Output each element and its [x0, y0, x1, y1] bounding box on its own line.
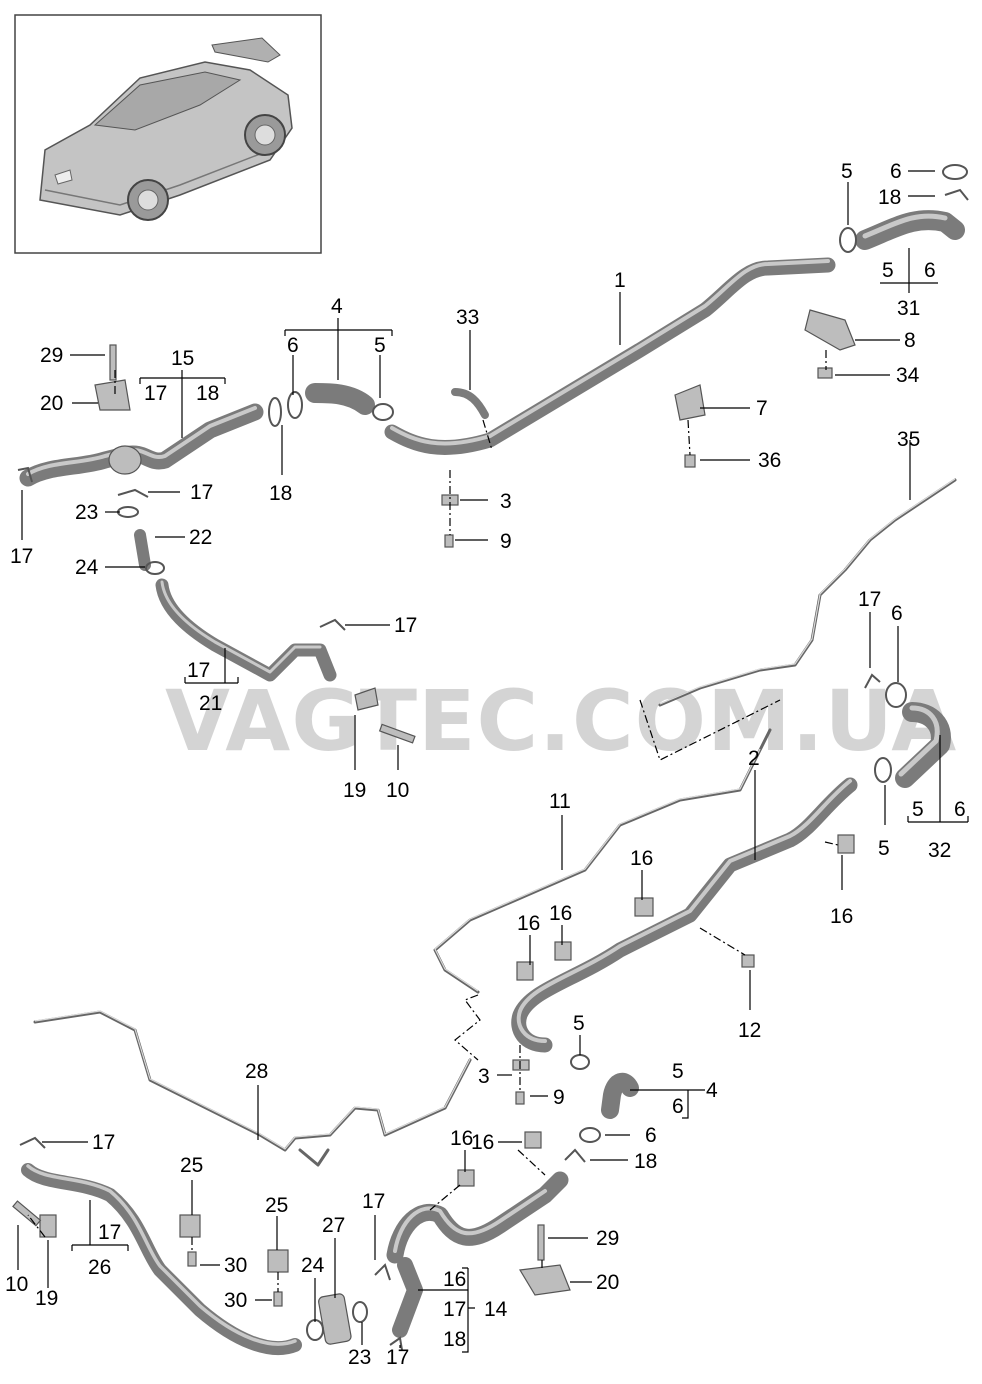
callout-36: 36: [758, 449, 781, 472]
callout-15: 15: [171, 347, 194, 370]
callout-6: 6: [891, 602, 903, 625]
callout-17: 17: [92, 1131, 115, 1154]
callout-5: 5: [878, 837, 890, 860]
callout-6: 6: [890, 160, 902, 183]
callout-35: 35: [897, 428, 920, 451]
callout-9: 9: [500, 530, 512, 553]
watermark-text: VAGTEC.COM.UA: [165, 672, 957, 770]
callout-20: 20: [596, 1271, 619, 1294]
callout-6: 6: [672, 1095, 684, 1118]
coolant-pipe-21: [134, 529, 337, 682]
callout-3: 3: [500, 490, 512, 513]
coolant-hose-27: [318, 1293, 352, 1345]
coolant-pipe-15: [19, 403, 264, 487]
callout-29: 29: [596, 1227, 619, 1250]
callout-16: 16: [549, 902, 572, 925]
callout-30: 30: [224, 1289, 247, 1312]
coolant-pipe-31: [855, 210, 965, 250]
callout-8: 8: [904, 329, 916, 352]
callout-18: 18: [443, 1328, 466, 1351]
callout-19: 19: [35, 1287, 58, 1310]
callout-16: 16: [443, 1268, 466, 1291]
callout-4: 4: [706, 1079, 718, 1102]
callout-34: 34: [896, 364, 920, 387]
callout-31: 31: [897, 297, 920, 320]
callout-16: 16: [517, 912, 540, 935]
callout-16: 16: [630, 847, 653, 870]
dash-lines: [27, 350, 839, 1292]
callout-7: 7: [756, 397, 768, 420]
coolant-pipe-4-lower: [601, 1072, 639, 1119]
callout-23: 23: [348, 1346, 371, 1369]
callout-16: 16: [830, 905, 853, 928]
coolant-pipe-14: [386, 1171, 569, 1338]
callout-32: 32: [928, 839, 951, 862]
callout-14: 14: [484, 1298, 508, 1321]
callout-24: 24: [301, 1254, 325, 1277]
coolant-pipe-1: [384, 257, 836, 455]
callout-17: 17: [394, 614, 417, 637]
callout-29: 29: [40, 344, 63, 367]
callout-16: 16: [450, 1127, 473, 1150]
coolant-pipe-2: [511, 777, 858, 1053]
callout-5: 5: [672, 1060, 684, 1083]
callout-2: 2: [748, 747, 760, 770]
callout-3: 3: [478, 1065, 490, 1088]
callout-labels: 5 6 18 5 6 31 8 34 1 33 7 36 4 6 5 18 15…: [5, 160, 966, 1369]
callout-5: 5: [882, 259, 894, 282]
callout-17: 17: [190, 481, 213, 504]
callout-19: 19: [343, 779, 366, 802]
callout-1: 1: [614, 269, 626, 292]
callout-22: 22: [189, 526, 212, 549]
callout-16: 16: [471, 1131, 494, 1154]
bleed-line-11: [433, 728, 772, 994]
callout-10: 10: [386, 779, 409, 802]
callout-24: 24: [75, 556, 99, 579]
callout-27: 27: [322, 1214, 345, 1237]
bleed-line-28: [33, 1010, 472, 1167]
callout-17: 17: [362, 1190, 385, 1213]
leader-lines: [17, 170, 969, 1353]
callout-17: 17: [386, 1346, 409, 1369]
vehicle-thumbnail: [14, 14, 322, 254]
callout-5: 5: [374, 334, 386, 357]
callout-26: 26: [88, 1256, 111, 1279]
callout-5: 5: [912, 798, 924, 821]
callout-11: 11: [549, 790, 571, 813]
callout-12: 12: [738, 1019, 761, 1042]
bleed-line-35: [658, 478, 957, 707]
callout-6: 6: [924, 259, 936, 282]
callout-6: 6: [645, 1124, 657, 1147]
callout-17: 17: [144, 382, 167, 405]
callout-10: 10: [5, 1273, 28, 1296]
callout-30: 30: [224, 1254, 247, 1277]
callout-17: 17: [10, 545, 33, 568]
callout-18: 18: [196, 382, 219, 405]
callout-9: 9: [553, 1086, 565, 1109]
callout-17: 17: [98, 1221, 121, 1244]
callout-20: 20: [40, 392, 63, 415]
callout-33: 33: [456, 306, 479, 329]
callout-18: 18: [878, 186, 901, 209]
callout-5: 5: [573, 1012, 585, 1035]
callout-21: 21: [199, 692, 222, 715]
coolant-pipe-26: [21, 1163, 302, 1356]
callout-6: 6: [287, 334, 299, 357]
callout-25: 25: [180, 1154, 203, 1177]
coolant-pipe-4-upper: [305, 383, 375, 415]
callout-28: 28: [245, 1060, 268, 1083]
callout-4: 4: [331, 295, 343, 318]
callout-17: 17: [443, 1298, 466, 1321]
callout-17: 17: [858, 588, 881, 611]
callout-25: 25: [265, 1194, 288, 1217]
callout-17: 17: [187, 659, 210, 682]
callout-5: 5: [841, 160, 853, 183]
callout-18: 18: [269, 482, 292, 505]
callout-6: 6: [954, 798, 966, 821]
callout-18: 18: [634, 1150, 657, 1173]
callout-23: 23: [75, 501, 98, 524]
brackets: [12, 309, 856, 1307]
